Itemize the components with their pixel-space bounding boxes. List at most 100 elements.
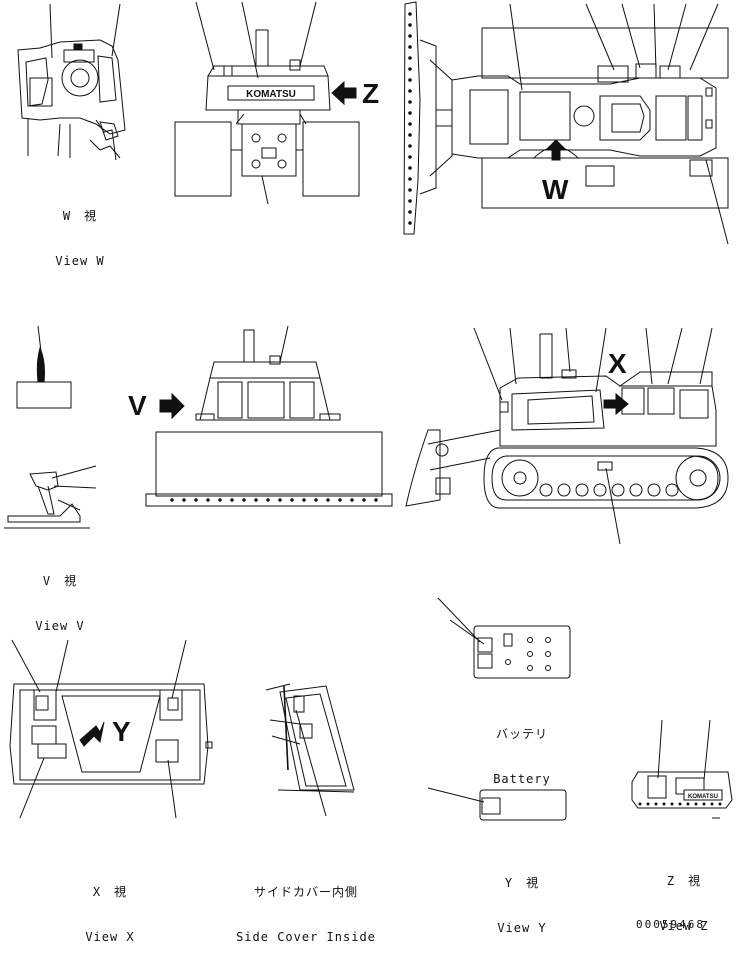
blade-bolt: [408, 188, 412, 192]
battery-caption: バッテリ Battery: [470, 697, 574, 802]
front-blade-bolt: [182, 498, 186, 502]
battery-jp: バッテリ: [495, 727, 548, 741]
top-view-drawing: [403, 1, 729, 245]
z-bolt: [718, 802, 722, 806]
view-z-en: View Z: [659, 919, 709, 933]
blade-bolt: [408, 34, 412, 38]
track-roller: [593, 483, 607, 497]
z-bolt: [670, 802, 674, 806]
front-blade-bolt: [350, 498, 354, 502]
front-blade-bolt-row: [170, 498, 378, 502]
blade-bolt: [408, 56, 412, 60]
front-blade-bolt: [362, 498, 366, 502]
front-blade-bolt: [326, 498, 330, 502]
rear-brand-mark: KOMATSU: [246, 89, 296, 100]
blade-bolt: [408, 12, 412, 16]
z-bolt: [678, 802, 682, 806]
view-x-en: View X: [85, 930, 135, 944]
blade-bolt: [408, 67, 412, 71]
side-cover-caption: サイドカバー内側 Side Cover Inside: [222, 855, 390, 960]
battery-en: Battery: [493, 772, 551, 786]
z-bolt: [646, 802, 650, 806]
rear-view-drawing: KOMATSU: [174, 1, 360, 205]
view-x-caption: X 視 View X: [70, 855, 150, 960]
marker-z: Z: [362, 78, 380, 109]
blade-bolt: [408, 23, 412, 27]
track-roller: [557, 483, 571, 497]
view-y-caption: Y 視 View Y: [482, 846, 562, 951]
track-roller: [647, 483, 661, 497]
front-blade-bolt: [218, 498, 222, 502]
blade-bolt: [408, 45, 412, 49]
track-roller: [611, 483, 625, 497]
track-roller: [575, 483, 589, 497]
front-blade-bolt: [290, 498, 294, 502]
view-z-drawing: KOMATSU: [631, 719, 733, 819]
view-y-drawing: [427, 787, 567, 821]
view-w-en: View W: [55, 254, 105, 268]
decal-location-diagram: KOMATSU: [4, 1, 733, 821]
front-blade-bolt: [242, 498, 246, 502]
blade-bolt: [408, 78, 412, 82]
drawing-number: 00059468: [636, 918, 705, 931]
front-blade-bolt: [302, 498, 306, 502]
z-bolt: [662, 802, 666, 806]
view-x-jp: X 視: [92, 885, 128, 899]
marker-y: Y: [112, 716, 131, 747]
marker-w: W: [542, 174, 569, 205]
blade-bolt: [408, 100, 412, 104]
marker-x: X: [608, 348, 627, 379]
blade-bolt: [408, 221, 412, 225]
side-cover-drawing: [265, 683, 355, 817]
blade-bolt: [408, 199, 412, 203]
z-bolt: [638, 802, 642, 806]
blade-bolt: [408, 111, 412, 115]
track-roller: [665, 483, 679, 497]
view-v-jp: V 視: [42, 574, 78, 588]
blade-bolt-row: [408, 12, 412, 225]
blade-bolt: [408, 122, 412, 126]
front-blade-bolt: [230, 498, 234, 502]
z-bolt: [686, 802, 690, 806]
blade-bolt: [408, 166, 412, 170]
blade-bolt: [408, 89, 412, 93]
track-roller: [629, 483, 643, 497]
view-y-jp: Y 視: [504, 876, 540, 890]
view-v-drawing: [4, 325, 97, 529]
front-blade-bolt: [194, 498, 198, 502]
front-blade-bolt: [254, 498, 258, 502]
track-roller-row: [539, 483, 679, 497]
track-roller: [539, 483, 553, 497]
front-blade-bolt: [278, 498, 282, 502]
view-z-jp: Z 視: [666, 874, 702, 888]
front-blade-bolt: [338, 498, 342, 502]
view-v-en: View V: [35, 619, 85, 633]
z-bolt: [702, 802, 706, 806]
front-blade-bolt: [206, 498, 210, 502]
view-z-caption: Z 視 View Z: [644, 844, 724, 949]
marker-v: V: [128, 390, 147, 421]
view-y-en: View Y: [497, 921, 547, 935]
side-cover-jp: サイドカバー内側: [253, 885, 358, 899]
blade-bolt: [408, 177, 412, 181]
blade-bolt: [408, 210, 412, 214]
z-brand-mark: KOMATSU: [688, 794, 718, 800]
view-w-jp: W 視: [62, 209, 98, 223]
front-view-drawing: [145, 325, 393, 507]
front-blade-bolt: [314, 498, 318, 502]
battery-drawing: [437, 597, 571, 679]
blade-bolt: [408, 133, 412, 137]
z-bolt: [694, 802, 698, 806]
z-bolt-row: [638, 802, 722, 806]
front-blade-bolt: [170, 498, 174, 502]
view-v-caption: V 視 View V: [20, 544, 100, 649]
side-cover-en: Side Cover Inside: [236, 930, 376, 944]
blade-bolt: [408, 144, 412, 148]
z-bolt: [654, 802, 658, 806]
blade-bolt: [408, 155, 412, 159]
view-w-drawing: [17, 3, 126, 161]
front-blade-bolt: [266, 498, 270, 502]
front-blade-bolt: [374, 498, 378, 502]
side-view-drawing: [405, 327, 729, 545]
z-bolt: [710, 802, 714, 806]
